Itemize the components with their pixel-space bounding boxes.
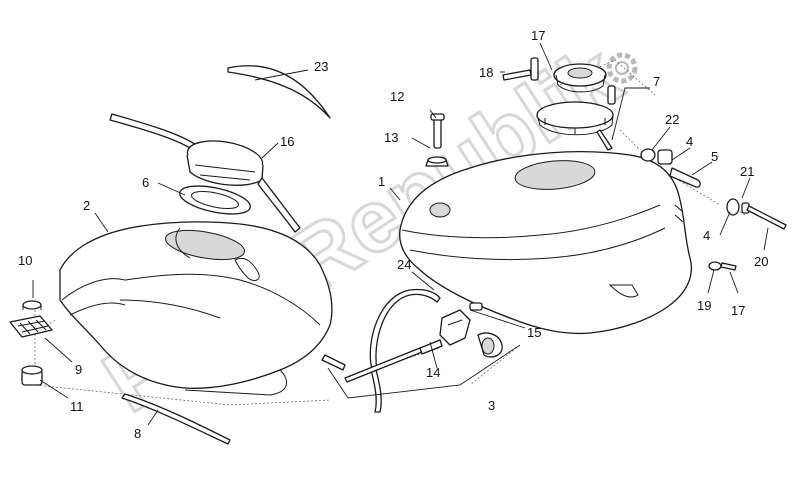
callout-21: 21 [740, 164, 754, 179]
callout-23: 23 [314, 59, 328, 74]
callout-1: 1 [378, 174, 385, 189]
callout-2: 2 [83, 198, 90, 213]
drain-tube [121, 393, 231, 445]
callout-11: 11 [70, 399, 84, 414]
callout-15: 15 [527, 325, 541, 340]
callout-24: 24 [397, 257, 411, 272]
callout-22: 22 [665, 112, 679, 127]
callout-18: 18 [479, 65, 493, 80]
callout-4-bottom: 4 [703, 228, 710, 243]
grommet-13 [425, 156, 449, 167]
left-fuel-tank [59, 221, 333, 396]
callout-8: 8 [134, 426, 141, 441]
callout-6: 6 [142, 175, 149, 190]
callout-19: 19 [697, 298, 711, 313]
gasket [179, 185, 251, 215]
callout-16: 16 [280, 134, 294, 149]
callout-17-top: 17 [531, 28, 545, 43]
leader-lines [32, 42, 769, 426]
rubber-pad-10 [22, 300, 42, 310]
gear-icon [606, 52, 638, 84]
callout-13: 13 [384, 130, 398, 145]
fuel-line-assembly [321, 288, 503, 413]
callout-4-top: 4 [686, 134, 693, 149]
callout-17-bottom: 17 [731, 303, 745, 318]
bushing-11 [21, 365, 43, 386]
trim-strip [227, 65, 331, 119]
fuel-pump-unit [109, 113, 301, 233]
mounting-hardware [640, 148, 787, 271]
callout-12: 12 [390, 89, 404, 104]
rubber-pad-9 [9, 315, 53, 338]
callout-3: 3 [488, 398, 495, 413]
callout-7: 7 [653, 74, 660, 89]
right-fuel-tank [399, 151, 693, 335]
filler-cap-assembly [502, 57, 616, 151]
callout-labels: 23 16 6 2 10 9 11 8 1 12 13 17 18 7 22 4… [18, 28, 768, 441]
callout-20: 20 [754, 254, 768, 269]
callout-9: 9 [75, 362, 82, 377]
callout-10: 10 [18, 253, 32, 268]
callout-5: 5 [711, 149, 718, 164]
callout-14: 14 [426, 365, 440, 380]
